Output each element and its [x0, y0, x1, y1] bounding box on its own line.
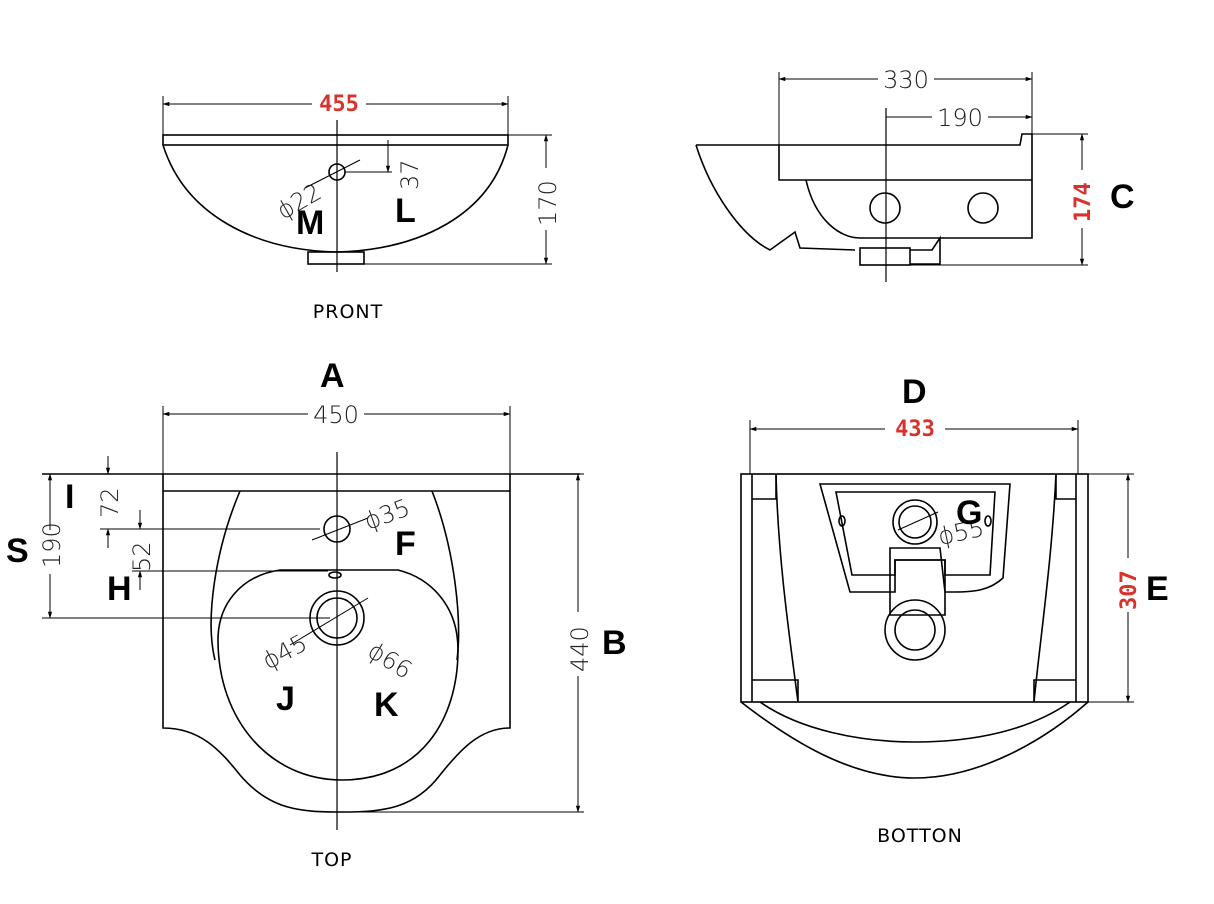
- top-72-label: 72: [96, 487, 124, 518]
- bottom-waste-inner: [898, 505, 932, 539]
- bottom-outer-frame: [740, 473, 1089, 703]
- side-fixing-hole-2: [967, 192, 999, 224]
- bottom-433-label: 433: [895, 417, 935, 442]
- bottom-307-label: 307: [1117, 570, 1142, 610]
- letter-d: D: [902, 373, 927, 411]
- side-waste-stub: [859, 247, 911, 266]
- bottom-bowl-left: [775, 473, 799, 703]
- side-330-label: 330: [883, 66, 929, 94]
- bottom-waste-outer: [892, 499, 938, 545]
- front-waste-stub: [307, 251, 365, 265]
- top-overflow-hole: [328, 571, 342, 579]
- letter-k: K: [374, 686, 399, 724]
- bottom-front-curve: [740, 701, 1089, 779]
- top-waste-leader: [289, 597, 369, 646]
- side-view: 330 190 174 C: [695, 66, 1135, 282]
- side-rim-line: [696, 144, 1032, 181]
- letter-f: F: [395, 525, 416, 563]
- bottom-overflow-inner: [835, 491, 996, 576]
- top-450-label: 450: [313, 401, 359, 429]
- letter-e: E: [1146, 570, 1169, 608]
- letter-i: I: [65, 478, 74, 516]
- letter-a: A: [320, 357, 345, 395]
- bottom-bowl-right: [1033, 473, 1057, 703]
- side-190-label: 190: [937, 104, 983, 132]
- letter-h: H: [107, 570, 132, 608]
- side-waste-trap: [910, 235, 941, 265]
- side-back-outline: [779, 133, 1033, 239]
- bottom-corner-tl: [752, 474, 777, 500]
- top-440-label: 440: [566, 626, 594, 672]
- letter-c: C: [1110, 178, 1135, 216]
- letter-b: B: [602, 624, 627, 662]
- letter-g: G: [956, 494, 982, 532]
- bottom-waste-leader: [897, 511, 939, 531]
- front-37-label: 37: [396, 159, 424, 190]
- bottom-trap-outer: [884, 599, 946, 661]
- top-waste-outer-dia-label: ϕ66: [363, 636, 417, 684]
- front-caption: PRONT: [313, 301, 383, 323]
- side-front-bowl: [695, 144, 856, 251]
- letter-j: J: [276, 680, 295, 718]
- top-52-label: 52: [128, 541, 156, 572]
- front-view: 455 ϕ22 37 170 M L PRONT: [162, 92, 562, 323]
- side-174-label: 174: [1071, 182, 1096, 222]
- top-view: A 450 ϕ35 ϕ45 ϕ66 190 72 52: [6, 357, 627, 871]
- side-fixing-hole-1: [869, 192, 901, 224]
- top-190-label: 190: [38, 522, 66, 568]
- top-tap-leader: [311, 517, 369, 541]
- bottom-trap-inner: [894, 609, 936, 651]
- bottom-front-inner-curve: [759, 701, 1071, 743]
- letter-m: M: [296, 204, 324, 242]
- front-width-label: 455: [319, 92, 359, 117]
- front-bowl-outline: [162, 144, 509, 253]
- front-hole-leader: [304, 159, 361, 189]
- bottom-view: D 433 ϕ55 307 E G BOTTON: [740, 373, 1169, 847]
- front-rim: [162, 134, 509, 146]
- bottom-corner-bl: [752, 679, 799, 702]
- top-tap-hole: [323, 515, 351, 543]
- letter-l: L: [395, 192, 416, 230]
- bottom-trap-neck: [889, 547, 946, 616]
- front-170-label: 170: [534, 180, 562, 226]
- top-side-curve-left: [210, 490, 241, 661]
- top-side-curve-right: [431, 490, 460, 661]
- top-inner-bowl: [217, 569, 459, 781]
- bottom-fixing-slot-left: [838, 515, 846, 527]
- bottom-corner-tr: [1055, 474, 1076, 500]
- top-waste-dia-label: ϕ45: [258, 629, 312, 675]
- bottom-caption: BOTTON: [877, 825, 963, 847]
- top-caption: TOP: [310, 849, 352, 871]
- bottom-fixing-slot-right: [984, 515, 992, 527]
- letter-s: S: [6, 532, 29, 570]
- bottom-corner-br: [1033, 679, 1076, 702]
- side-inner-bowl: [805, 179, 940, 239]
